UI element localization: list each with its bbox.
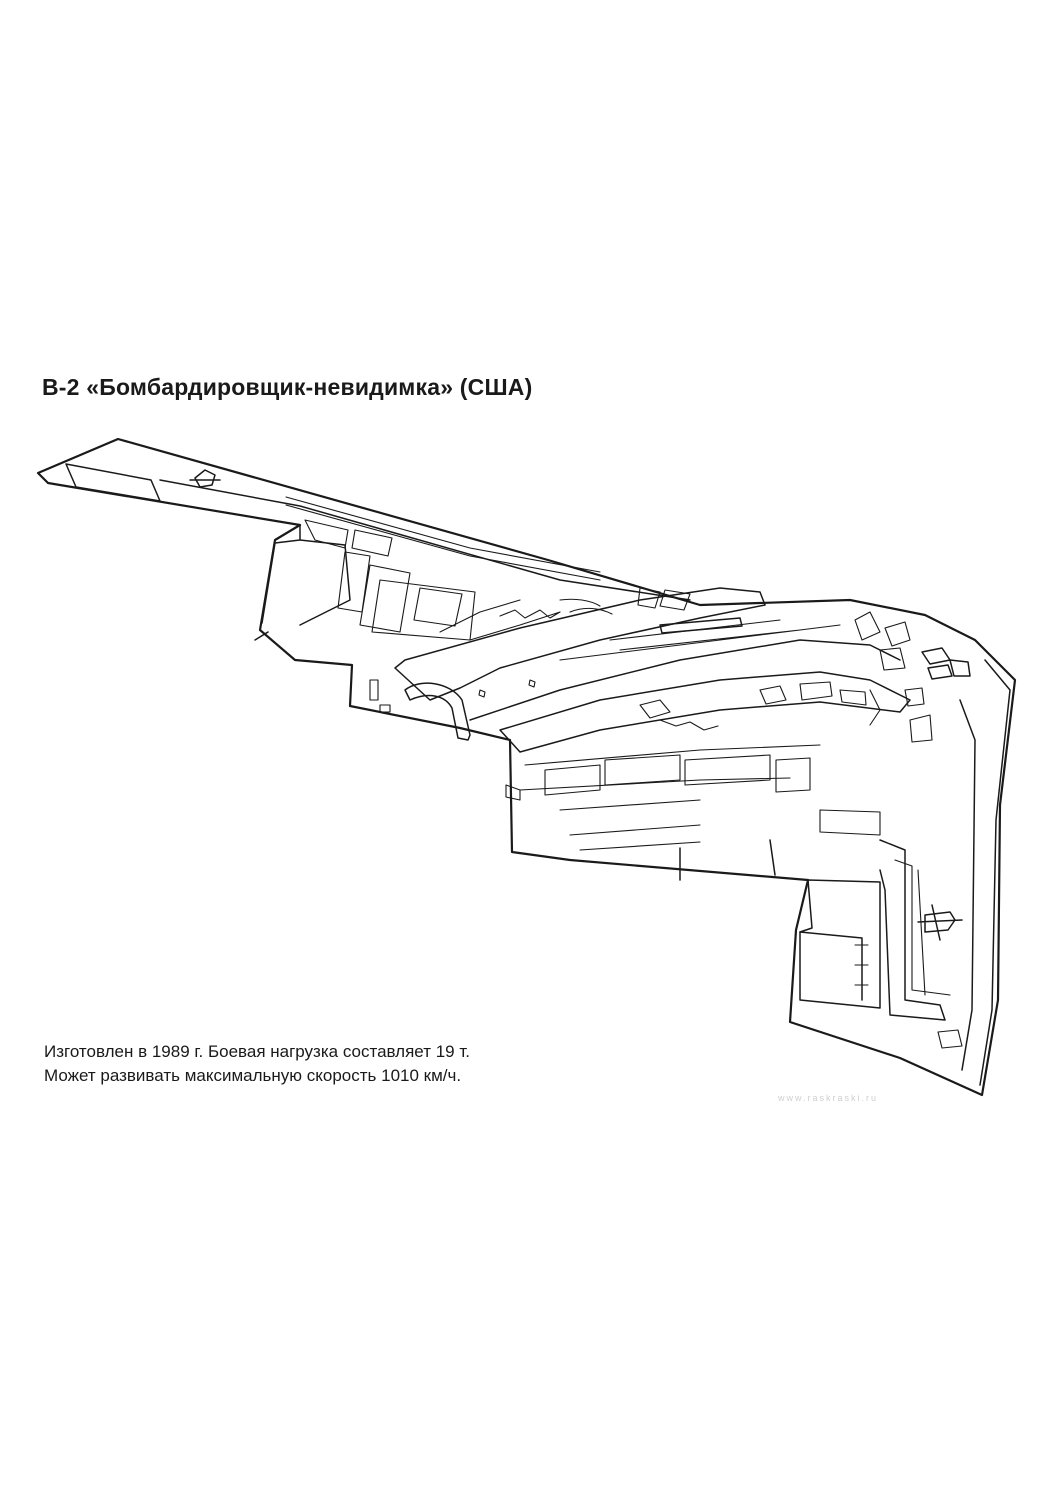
left-wing-trailing-line [159,479,691,601]
right-nacelle-panels [639,681,867,731]
left-insignia-icon [189,469,221,488]
page-title: B-2 «Бомбардировщик-невидимка» (США) [42,374,533,400]
left-wing-flap [65,463,161,502]
left-engine-intake [394,587,766,701]
right-wing-tip-box [937,1029,963,1049]
right-engine-nacelle [499,671,911,753]
left-wing-access-panels [304,519,476,641]
cockpit-window-3 [949,659,971,677]
right-elevon-hinges [854,944,869,986]
right-wing-trailing-line [679,839,776,881]
fuselage-dorsal-slot [659,617,743,634]
right-elevon-split [799,931,863,1001]
right-wing-panel-line [519,744,821,851]
left-elevon-inner [254,539,301,641]
right-insignia-icon [917,904,963,941]
fuselage-small-details [369,679,536,801]
caption: Изготовлен в 1989 г. Боевая нагрузка сос… [44,1040,684,1088]
cockpit-window-2 [927,664,953,680]
fuselage-upper-edge [469,639,901,721]
left-wing-panel-line [285,496,601,581]
airframe-outline [36,437,1017,1097]
left-nacelle-stripes [439,599,561,641]
right-wing-channel-inner [894,859,951,996]
left-nacelle-panels [559,587,691,615]
right-wing-leading-edge [979,659,1011,1086]
right-wing-bays [544,754,881,836]
cockpit-window-1 [921,647,951,665]
caption-line-1: Изготовлен в 1989 г. Боевая нагрузка сос… [44,1042,470,1061]
right-elevon [799,879,881,1009]
right-wing-inner-spar [959,699,976,1071]
right-wing-spanwise-channel [879,839,946,1021]
cockpit-panels [854,611,933,743]
left-intake-lip [404,682,471,741]
caption-line-2: Может развивать максимальную скорость 10… [44,1066,462,1085]
watermark: www.raskraski.ru [778,1093,879,1103]
fuselage-dorsal-lines [559,619,841,661]
